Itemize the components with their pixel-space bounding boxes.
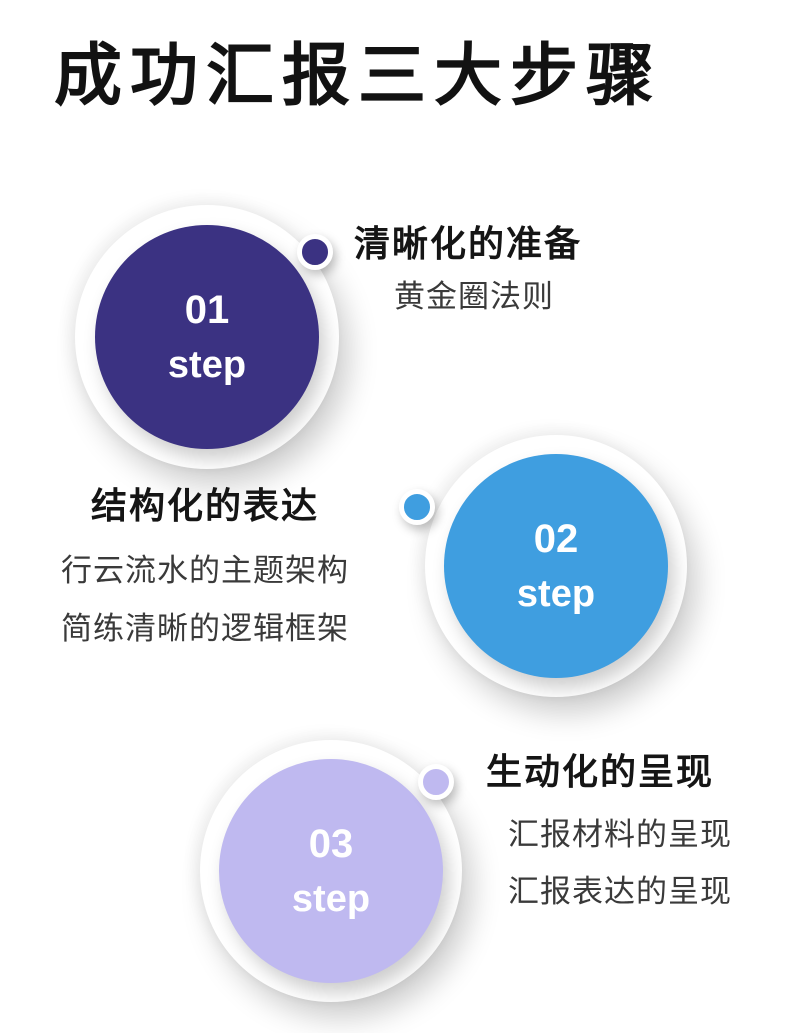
step-3-number: 03 (308, 822, 354, 866)
step-1-step-label: step (167, 344, 247, 386)
step-2-number: 02 (533, 517, 579, 561)
step-1-line-1: 黄金圈法则 (394, 278, 554, 314)
step-2-bullet-dot-icon (399, 489, 435, 525)
step-3-line-1: 汇报材料的呈现 (508, 816, 732, 852)
step-3-line-2: 汇报表达的呈现 (508, 873, 732, 909)
step-1-number: 01 (184, 288, 230, 332)
step-2-heading: 结构化的表达 (90, 485, 319, 526)
step-2-line-1: 行云流水的主题架构 (61, 552, 349, 588)
step-2-text-block: 结构化的表达 行云流水的主题架构 简练清晰的逻辑框架 (30, 486, 380, 658)
page-title: 成功汇报三大步骤 (54, 38, 663, 114)
step-3-bullet-dot-icon (418, 764, 454, 800)
step-3-text-block: 生动化的呈现 汇报材料的呈现 汇报表达的呈现 (486, 752, 732, 920)
step-2-circle-inner: 02 step (444, 454, 668, 678)
step-1-bullet-dot-icon (297, 234, 333, 270)
step-1-heading: 清晰化的准备 (354, 223, 583, 264)
step-2-circle: 02 step (425, 435, 687, 697)
step-3-circle-inner: 03 step (219, 759, 443, 983)
step-1-circle: 01 step (75, 205, 339, 469)
step-3-step-label: step (291, 878, 371, 920)
step-1-text-block: 清晰化的准备 黄金圈法则 (354, 224, 582, 315)
step-1-circle-inner: 01 step (95, 225, 319, 449)
step-2-line-2: 简练清晰的逻辑框架 (61, 610, 349, 646)
step-3-circle: 03 step (200, 740, 462, 1002)
step-2-step-label: step (516, 573, 596, 615)
step-3-heading: 生动化的呈现 (486, 751, 715, 792)
